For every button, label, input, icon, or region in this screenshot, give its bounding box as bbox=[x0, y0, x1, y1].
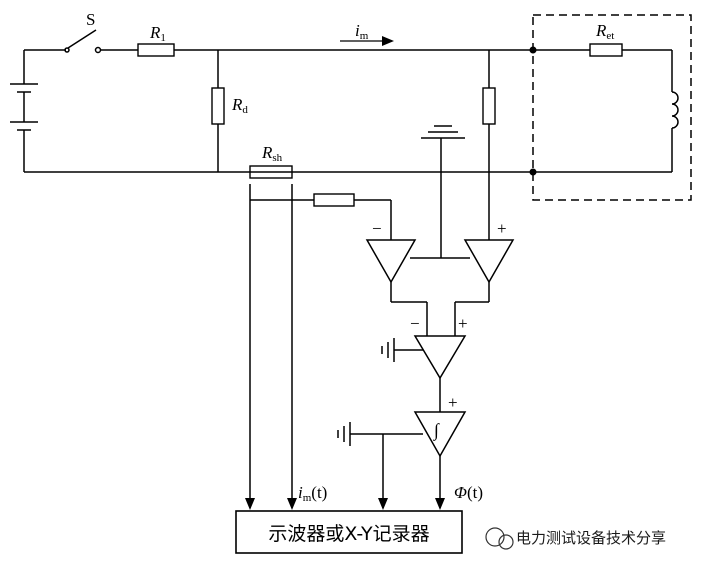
wechat-icon-b bbox=[498, 534, 514, 550]
amp-right bbox=[463, 239, 515, 284]
node-top bbox=[529, 46, 537, 54]
device-box bbox=[532, 14, 692, 201]
ret-label: Ret bbox=[595, 21, 614, 42]
out-phi-label: Φ(t) bbox=[454, 483, 483, 502]
top-wire bbox=[24, 29, 672, 57]
resistor-sense bbox=[482, 87, 496, 125]
battery bbox=[10, 50, 38, 172]
amp-left-minus: − bbox=[372, 219, 382, 238]
switch-label: S bbox=[86, 10, 95, 29]
watermark-text: 电力测试设备技术分享 bbox=[516, 529, 666, 547]
ground-diff bbox=[381, 338, 423, 362]
amp-diff-minus: − bbox=[410, 314, 420, 333]
shunt-taps bbox=[245, 184, 392, 510]
ground-top bbox=[421, 125, 465, 258]
integrator-symbol: ∫ bbox=[433, 420, 440, 441]
amp-right-plus: + bbox=[497, 219, 507, 238]
rd-label: Rd bbox=[231, 95, 248, 116]
int-arrow bbox=[435, 498, 445, 510]
out-im-label: im(t) bbox=[298, 483, 327, 504]
coil bbox=[671, 50, 679, 172]
wechat-icon bbox=[485, 527, 505, 547]
integrator bbox=[413, 411, 467, 458]
amp-outputs bbox=[390, 282, 490, 336]
resistor-r1 bbox=[137, 43, 175, 57]
amp-diff bbox=[413, 335, 467, 380]
recorder-label: 示波器或X-Y记录器 bbox=[268, 523, 429, 545]
sense-branch bbox=[482, 50, 496, 240]
amp-diff-plus: + bbox=[458, 314, 468, 333]
amp-left bbox=[365, 239, 417, 284]
rsh-label: Rsh bbox=[261, 143, 283, 164]
recorder-box bbox=[235, 510, 463, 554]
current-arrow bbox=[340, 36, 394, 46]
shunt-rsh bbox=[249, 165, 293, 179]
watermark: 电力测试设备技术分享 bbox=[485, 527, 666, 550]
resistor-input bbox=[313, 193, 355, 207]
r1-label: R1 bbox=[149, 23, 166, 44]
integrator-plus: + bbox=[448, 393, 458, 412]
ground-int bbox=[337, 422, 423, 510]
rd-branch bbox=[211, 50, 225, 172]
im-label: im bbox=[355, 21, 369, 42]
resistor-ret bbox=[589, 43, 623, 57]
node-bottom bbox=[529, 168, 537, 176]
resistor-rd bbox=[211, 87, 225, 125]
